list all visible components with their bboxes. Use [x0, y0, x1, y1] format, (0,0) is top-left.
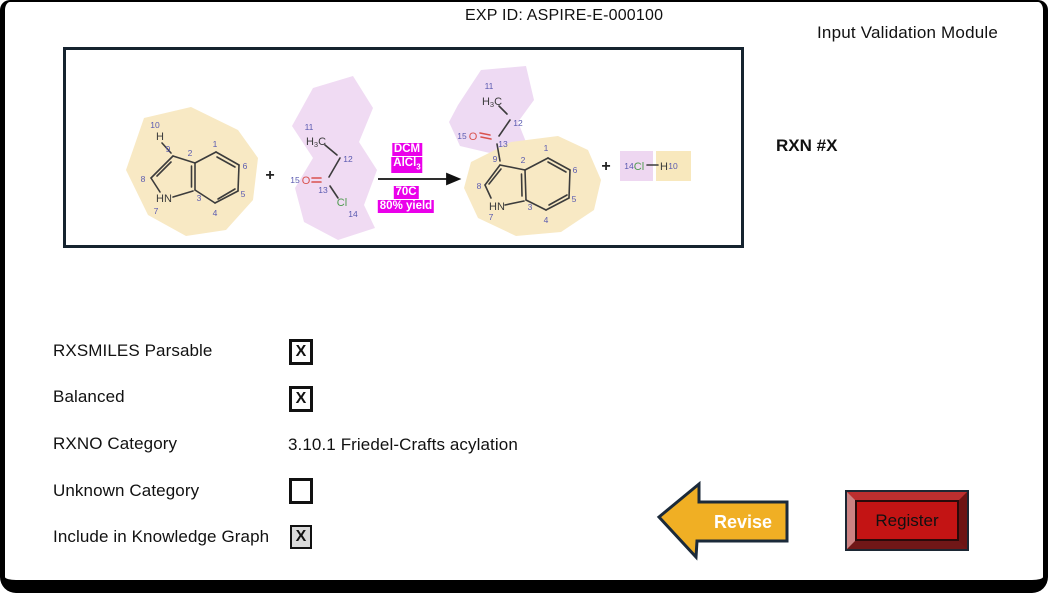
- include-knowledge-graph-checkbox[interactable]: X: [290, 525, 312, 549]
- atom-label: 7: [489, 212, 494, 222]
- atom-label: 4: [213, 208, 218, 218]
- atom-label: 5: [572, 194, 577, 204]
- checkbox-mark: X: [295, 343, 307, 360]
- atom-label: 6: [573, 165, 578, 175]
- atom-label: 15: [290, 175, 300, 185]
- atom-label: 2: [188, 148, 193, 158]
- atom-label: 4: [544, 215, 549, 225]
- atom-label: 10: [150, 120, 160, 130]
- include-knowledge-graph-label: Include in Knowledge Graph: [53, 527, 270, 546]
- checkbox-mark: X: [295, 390, 307, 407]
- byproduct-hcl: 14 Cl H 10: [624, 161, 678, 173]
- rxno-category-label: RXNO Category: [53, 434, 178, 453]
- atom-label: 13: [318, 185, 328, 195]
- byproduct-cl-highlight: [620, 151, 653, 181]
- atom-label: 15: [457, 131, 467, 141]
- condition-temperature: 70C: [393, 186, 419, 199]
- unknown-category-checkbox[interactable]: [289, 478, 313, 504]
- atom-label: H3C: [482, 96, 502, 109]
- rxno-category-value: 3.10.1 Friedel-Crafts acylation: [288, 435, 518, 454]
- product-indole-highlight: [464, 136, 601, 236]
- atom-label: HN: [156, 193, 172, 205]
- condition-catalyst: AlCl3: [391, 157, 423, 174]
- checkbox-mark: X: [295, 528, 307, 545]
- plus-sign: +: [265, 167, 274, 184]
- condition-solvent: DCM: [391, 143, 423, 156]
- atom-label: H: [660, 161, 668, 173]
- conditions-below-arrow: 70C 80% yield: [377, 186, 435, 213]
- atom-label: 9: [166, 144, 171, 154]
- reactant-acyl-highlight: [292, 76, 377, 240]
- atom-label: 1: [213, 139, 218, 149]
- reaction-panel: 10 H 9 8 HN 7 3 2 1 6 5 4 +: [63, 47, 744, 248]
- atom-label: O: [469, 131, 478, 143]
- atom-label: O: [302, 175, 311, 187]
- atom-label: 5: [241, 189, 246, 199]
- rxsmiles-parsable-checkbox[interactable]: X: [289, 339, 313, 365]
- atom-label: 2: [521, 155, 526, 165]
- revise-arrow-shape: [656, 480, 789, 561]
- balanced-checkbox[interactable]: X: [289, 386, 313, 412]
- atom-label: 11: [305, 122, 314, 132]
- atom-label: H3C: [306, 136, 326, 149]
- atom-label: HN: [489, 201, 505, 213]
- reactant-indole-labels: 10 H 9 8 HN 7 3 2 1 6 5 4: [141, 120, 248, 218]
- atom-label: 11: [485, 81, 494, 91]
- atom-label: H: [156, 131, 164, 143]
- atom-label: 8: [477, 181, 482, 191]
- atom-label: 3: [197, 193, 202, 203]
- atom-label: Cl: [337, 197, 347, 209]
- condition-yield: 80% yield: [377, 200, 435, 213]
- atom-label: Cl: [634, 161, 644, 173]
- rxsmiles-parsable-label: RXSMILES Parsable: [53, 341, 213, 360]
- register-button[interactable]: Register: [845, 490, 969, 551]
- reaction-scheme: 10 H 9 8 HN 7 3 2 1 6 5 4 +: [126, 66, 691, 240]
- balanced-label: Balanced: [53, 387, 125, 406]
- atom-label: 13: [498, 139, 508, 149]
- exp-id-title: EXP ID: ASPIRE-E-000100: [465, 7, 664, 24]
- plus-sign: +: [601, 158, 610, 175]
- byproduct-h-highlight: [656, 151, 691, 181]
- reactant-indole-bonds: [150, 142, 240, 204]
- reactant-acyl-bonds: [311, 144, 341, 199]
- module-title: Input Validation Module: [817, 23, 999, 42]
- revise-button-label: Revise: [714, 512, 772, 532]
- unknown-category-label: Unknown Category: [53, 481, 200, 500]
- rxn-number-label: RXN #X: [776, 136, 838, 155]
- atom-highlights: [126, 66, 691, 240]
- atom-label: 3: [528, 202, 533, 212]
- atom-label: 9: [493, 154, 498, 164]
- product-labels: 11 H3C 12 O 15 13 9 2 1 6 5 4 3 8 HN 7: [457, 81, 577, 225]
- atom-label: 7: [154, 206, 159, 216]
- reaction-arrow: [378, 172, 462, 186]
- atom-label: 8: [141, 174, 146, 184]
- atom-label: 14: [624, 161, 634, 171]
- atom-label: 14: [348, 209, 358, 219]
- register-button-bevel: Register: [847, 492, 967, 549]
- product-bonds: [479, 105, 571, 211]
- register-button-face: Register: [855, 500, 959, 541]
- atom-label: 6: [243, 161, 248, 171]
- reactant-acyl-labels: 11 H3C 12 13 O 15 Cl 14: [290, 122, 358, 219]
- product-acyl-highlight: [449, 66, 534, 154]
- atom-label: 1: [544, 143, 549, 153]
- revise-button[interactable]: Revise: [655, 477, 791, 561]
- conditions-above-arrow: DCM AlCl3: [391, 143, 423, 174]
- atom-label: 12: [513, 118, 523, 128]
- atom-label: 10: [668, 161, 678, 171]
- atom-label: 12: [343, 154, 353, 164]
- register-button-label: Register: [875, 510, 939, 530]
